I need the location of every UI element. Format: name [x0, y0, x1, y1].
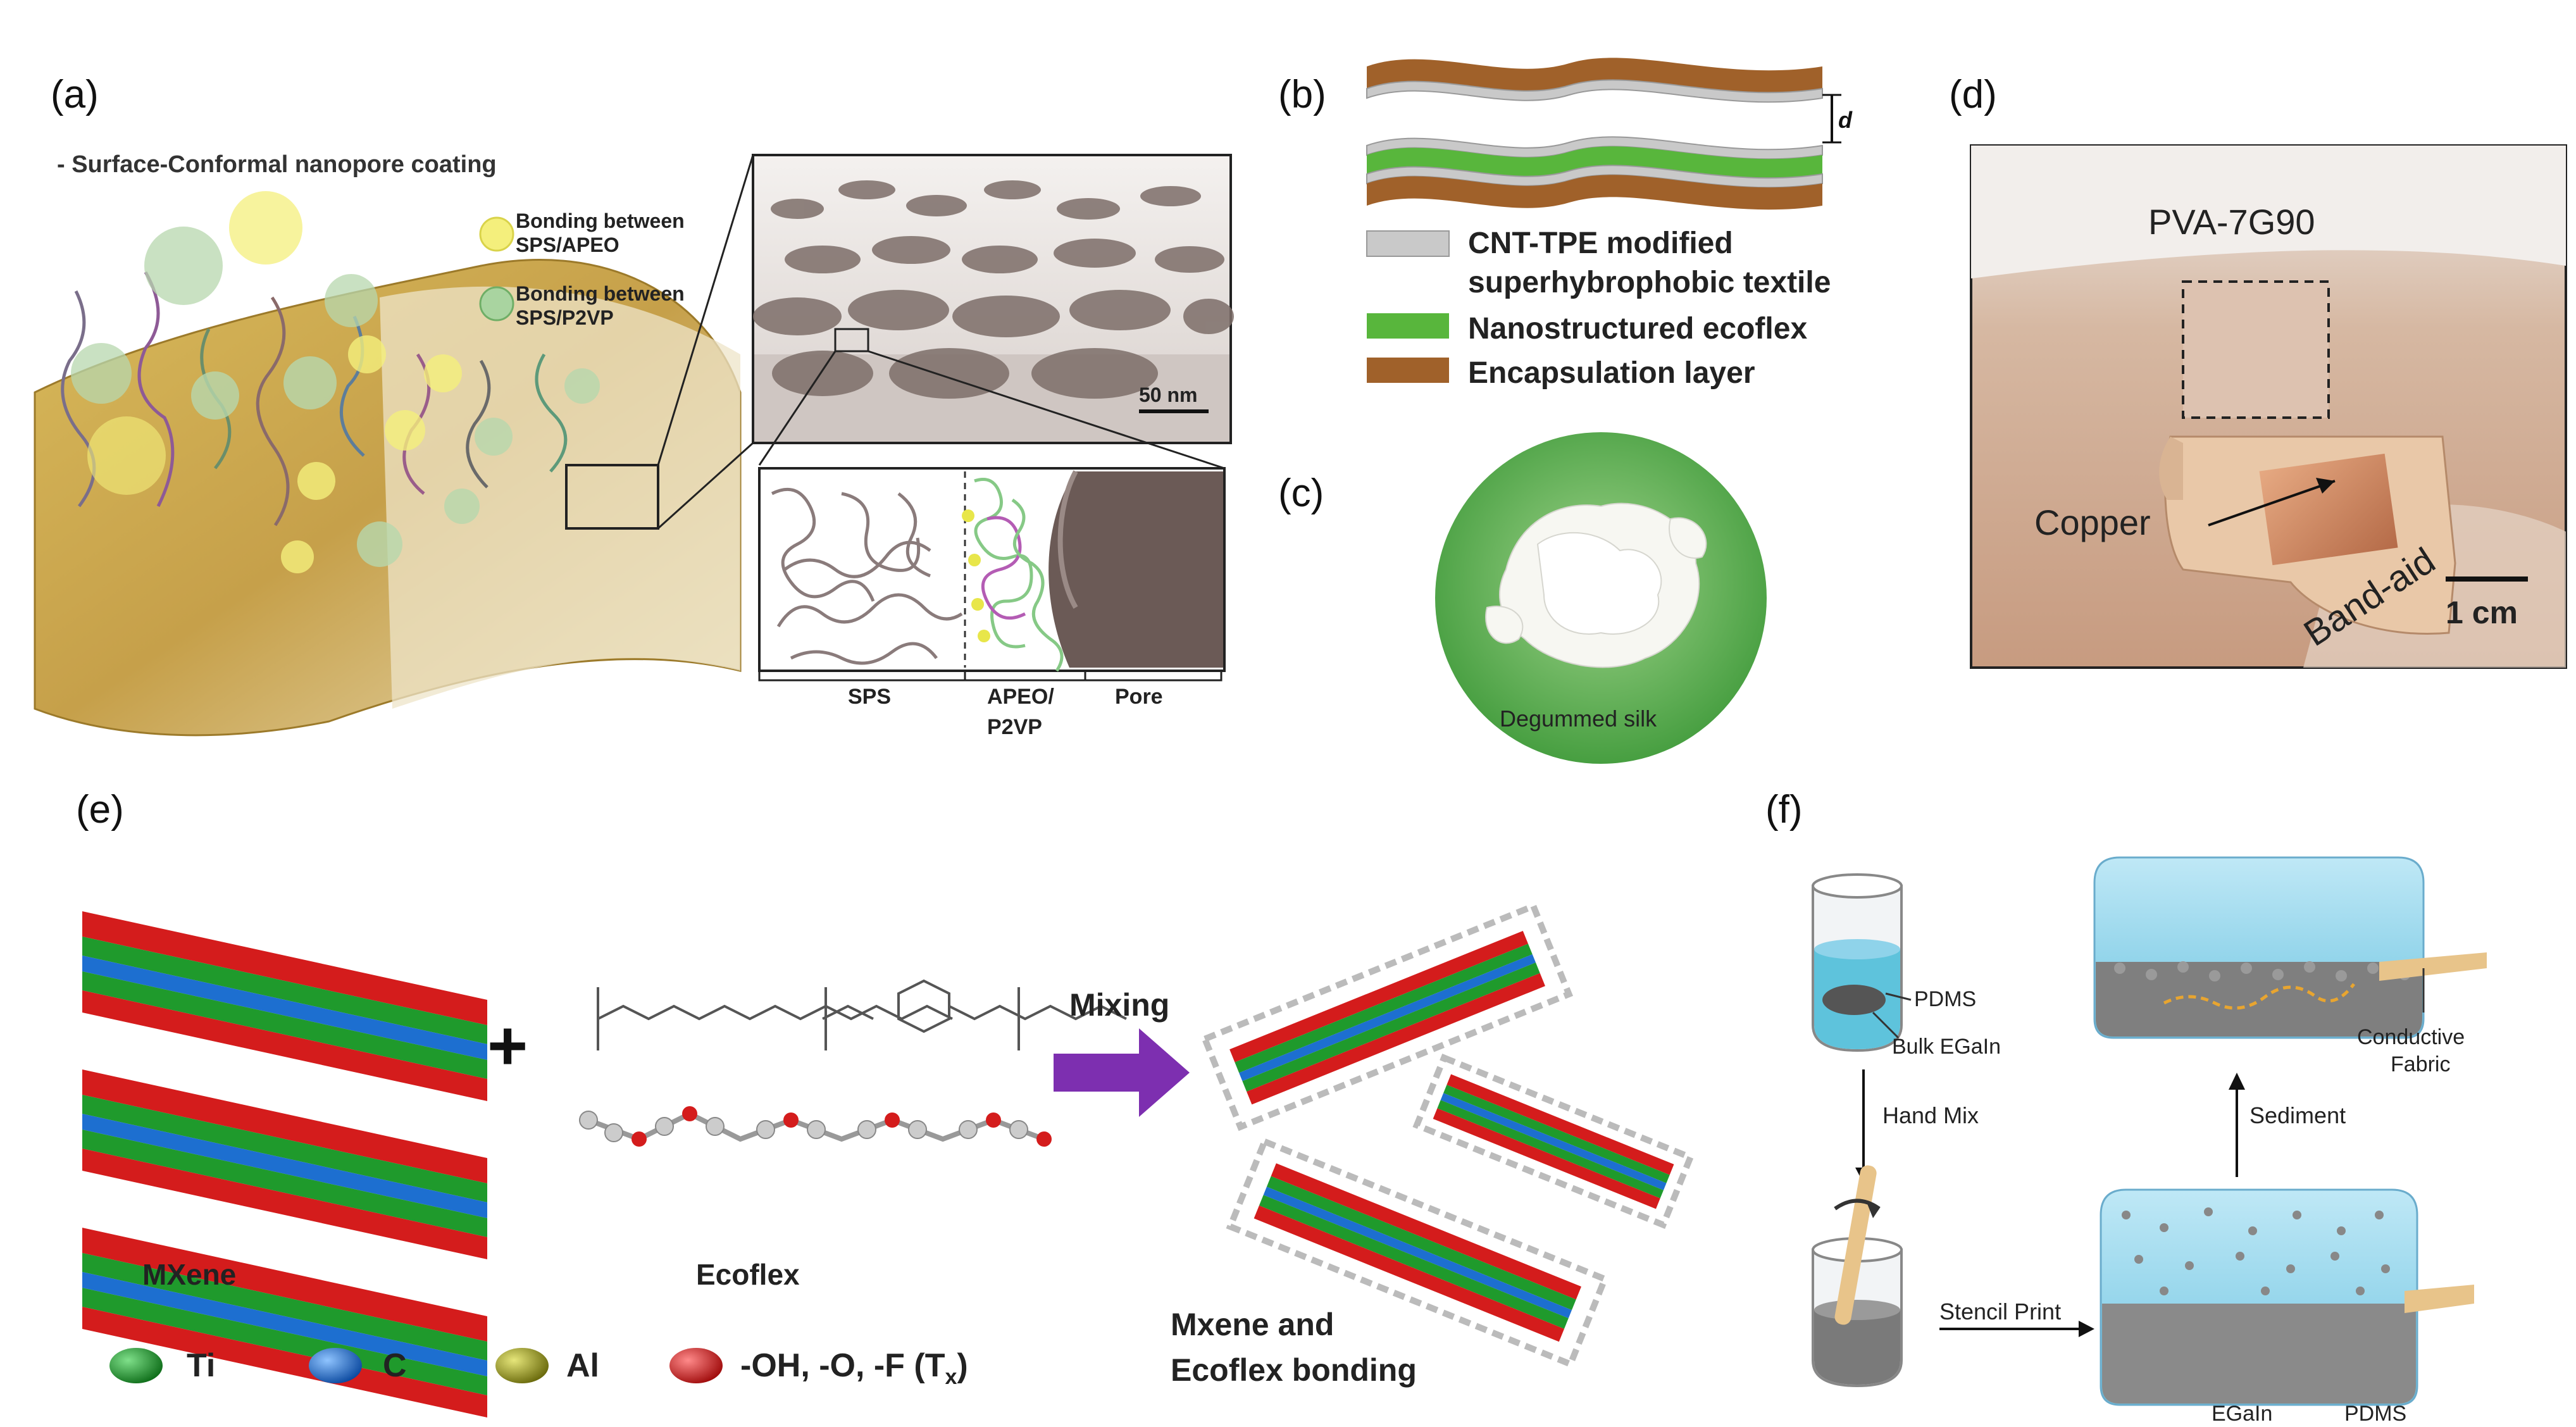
beaker-mixed — [1812, 1165, 1903, 1388]
mixing-arrow — [1054, 1028, 1190, 1117]
pva-sample-box — [2182, 280, 2330, 419]
legend-textile-line2: superhybrophobic textile — [1468, 266, 1831, 299]
zoom-region-box — [565, 464, 659, 530]
panel-b: (b) d CNT-TPE modified superhybrophobic … — [1278, 58, 1853, 390]
panel-d: (d) PVA-7G90 Copper Band-aid 1 cm — [1949, 73, 2567, 669]
panel-f: (f) PDMS Bulk EGaIn Hand Mix Stencil — [1765, 788, 2487, 1426]
beaker-pdms-egain — [1812, 873, 1903, 1052]
legend-sps-apeo-swatch — [479, 216, 514, 252]
result-label-1: Mxene and — [1171, 1307, 1334, 1342]
legend-ecoflex-label: Nanostructured ecoflex — [1468, 312, 1807, 346]
sediment-label: Sediment — [2249, 1102, 2346, 1128]
atom-tx-swatch — [669, 1348, 723, 1383]
bonding-spheres — [71, 191, 600, 573]
pdms2-label: PDMS — [2344, 1402, 2406, 1424]
hand-mix-label: Hand Mix — [1882, 1102, 1979, 1128]
legend-sps-p2vp-line1: Bonding between — [516, 282, 685, 305]
result-label-2: Ecoflex bonding — [1171, 1352, 1417, 1388]
degummed-silk-fibers — [1485, 502, 1707, 668]
legend-ecoflex-swatch — [1367, 313, 1449, 339]
gap-d-label: d — [1838, 107, 1853, 133]
panel-a: (a) - Surface-Conformal nanopore coating — [34, 73, 1234, 739]
plus-sign: + — [487, 1007, 528, 1085]
legend-encapsulation-swatch — [1367, 358, 1449, 383]
panel-e-letter: (e) — [76, 788, 124, 832]
stencil-print-label: Stencil Print — [1939, 1299, 2061, 1324]
panel-c: (c) Degummed silk — [1278, 432, 1767, 764]
panel-d-letter: (d) — [1949, 73, 1997, 116]
legend-sps-p2vp-swatch — [479, 286, 514, 321]
region-apeo-label-2: P2VP — [987, 715, 1042, 739]
mxene-ecoflex-bonded — [1200, 902, 1695, 1369]
atom-c-swatch — [309, 1348, 362, 1383]
fabric-label-2: Fabric — [2391, 1052, 2450, 1076]
egain-label: EGaIn — [2212, 1402, 2272, 1424]
legend-sps-apeo-line1: Bonding between — [516, 209, 685, 232]
photo-scale-bar: 1 cm — [2446, 595, 2518, 630]
mxene-layered-structure — [82, 911, 487, 1418]
cross-section-inset — [758, 467, 1226, 672]
copper-electrode — [2259, 453, 2398, 566]
mixing-label: Mixing — [1069, 987, 1169, 1023]
tank-stencil-printed — [2100, 1188, 2474, 1406]
ecoflex-label: Ecoflex — [696, 1258, 800, 1291]
degummed-silk-caption: Degummed silk — [1500, 706, 1657, 732]
atom-c-label: C — [383, 1347, 407, 1384]
atom-tx-label: -OH, -O, -F (Tx) — [740, 1347, 968, 1389]
ecoflex-ball-stick — [579, 1106, 1052, 1147]
region-sps-label: SPS — [848, 685, 891, 709]
panel-b-letter: (b) — [1278, 73, 1326, 116]
panel-c-letter: (c) — [1278, 471, 1324, 515]
pva-sample-label: PVA-7G90 — [2148, 202, 2315, 242]
tank-sedimented — [2093, 856, 2487, 1039]
nanopore-inset: 50 nm — [752, 154, 1234, 444]
atom-legend: Ti C Al -OH, -O, -F (Tx) — [109, 1347, 968, 1389]
fabric-label-1: Conductive — [2357, 1025, 2465, 1049]
bulk-egain-label: Bulk EGaIn — [1892, 1035, 2001, 1059]
legend-encapsulation-label: Encapsulation layer — [1468, 356, 1755, 390]
region-apeo-label-1: APEO/ — [987, 685, 1054, 709]
legend-sps-apeo-line2: SPS/APEO — [516, 234, 619, 256]
atom-ti-label: Ti — [187, 1347, 215, 1384]
pdms-label: PDMS — [1914, 987, 1976, 1011]
panel-e: (e) — [76, 788, 1695, 1418]
atom-ti-swatch — [109, 1348, 163, 1383]
panel-a-letter: (a) — [51, 73, 99, 116]
legend-textile-swatch — [1366, 230, 1450, 257]
inset-scale-bar: 50 nm — [1139, 383, 1197, 406]
panel-f-letter: (f) — [1765, 788, 1803, 832]
atom-al-swatch — [495, 1348, 549, 1383]
legend-sps-p2vp-line2: SPS/P2VP — [516, 306, 614, 329]
mxene-label: MXene — [142, 1258, 236, 1291]
region-pore-label: Pore — [1115, 685, 1163, 709]
panel-a-title: - Surface-Conformal nanopore coating — [57, 151, 497, 178]
copper-label: Copper — [2034, 502, 2151, 542]
legend-textile-line1: CNT-TPE modified — [1468, 227, 1733, 260]
ecoflex-structure — [597, 979, 1127, 1050]
atom-al-label: Al — [566, 1347, 599, 1384]
